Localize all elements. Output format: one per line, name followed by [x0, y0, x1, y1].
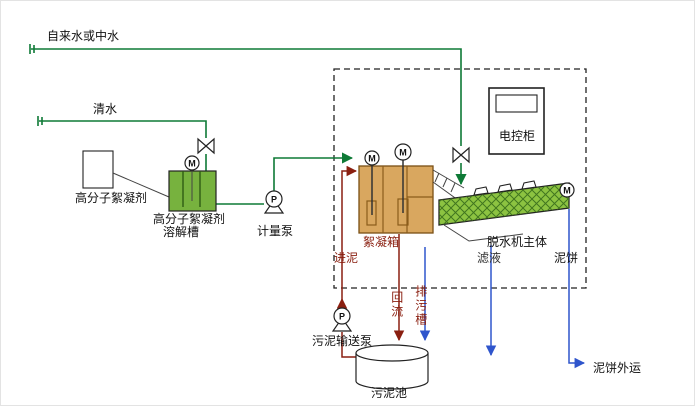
floc-motor-2-symbol: M	[394, 143, 412, 161]
label-metering-pump: 计量泵	[257, 224, 294, 238]
metering-pump-symbol: P	[263, 190, 285, 214]
label-flocculation-box: 絮凝箱	[363, 235, 400, 249]
label-polymer-flocculant: 高分子絮凝剂	[75, 191, 148, 205]
sludge-pump-symbol: P	[331, 307, 353, 332]
polymer-feed-line	[112, 172, 170, 198]
wash-water-valve-icon	[452, 146, 470, 164]
motor-icon: M	[399, 148, 407, 158]
polymer-flocculant-box	[82, 150, 114, 189]
pump-icon: P	[271, 195, 277, 205]
dissolving-tank	[168, 170, 217, 212]
motor-icon: M	[368, 154, 376, 164]
machine-motor-symbol: M	[559, 182, 575, 198]
dewatering-machine	[438, 180, 570, 245]
tap-water-line	[29, 44, 467, 186]
label-sludge-pool: 污泥池	[371, 386, 408, 400]
label-sludge-transfer-pump: 污泥输送泵	[312, 334, 373, 348]
sludge-pool	[355, 344, 429, 390]
mud-cake-line	[568, 209, 586, 369]
label-reflux: 回流	[389, 291, 404, 319]
label-drain-trough: 排污槽	[413, 285, 428, 327]
label-filtrate: 滤液	[477, 251, 502, 265]
feed-chute	[432, 169, 465, 201]
pool-suction-line	[341, 332, 357, 358]
label-control-cabinet: 电控柜	[499, 129, 536, 143]
clean-water-valve-icon	[197, 137, 215, 155]
label-sludge-inlet: 进泥	[334, 251, 359, 265]
label-dissolving-tank-2: 溶解槽	[163, 225, 200, 239]
label-dewatering-machine: 脱水机主体	[487, 235, 548, 249]
flocculation-box	[358, 160, 434, 234]
floc-motor-1-symbol: M	[364, 150, 380, 166]
label-mud-cake-out: 泥饼外运	[593, 361, 642, 375]
clean-water-line	[37, 116, 207, 171]
dosing-line	[216, 152, 354, 205]
motor-icon: M	[188, 159, 196, 169]
dewatering-unit-boundary	[333, 68, 587, 289]
pump-icon: P	[339, 312, 345, 322]
control-cabinet	[488, 87, 545, 155]
sludge-feed-line	[336, 165, 358, 309]
label-clean-water: 清水	[93, 102, 118, 116]
label-mud-cake: 泥饼	[554, 251, 579, 265]
label-tap-water: 自来水或中水	[47, 29, 120, 43]
label-dissolving-tank-1: 高分子絮凝剂	[153, 212, 226, 226]
tank-motor-symbol: M	[184, 155, 200, 171]
motor-icon: M	[563, 186, 571, 196]
